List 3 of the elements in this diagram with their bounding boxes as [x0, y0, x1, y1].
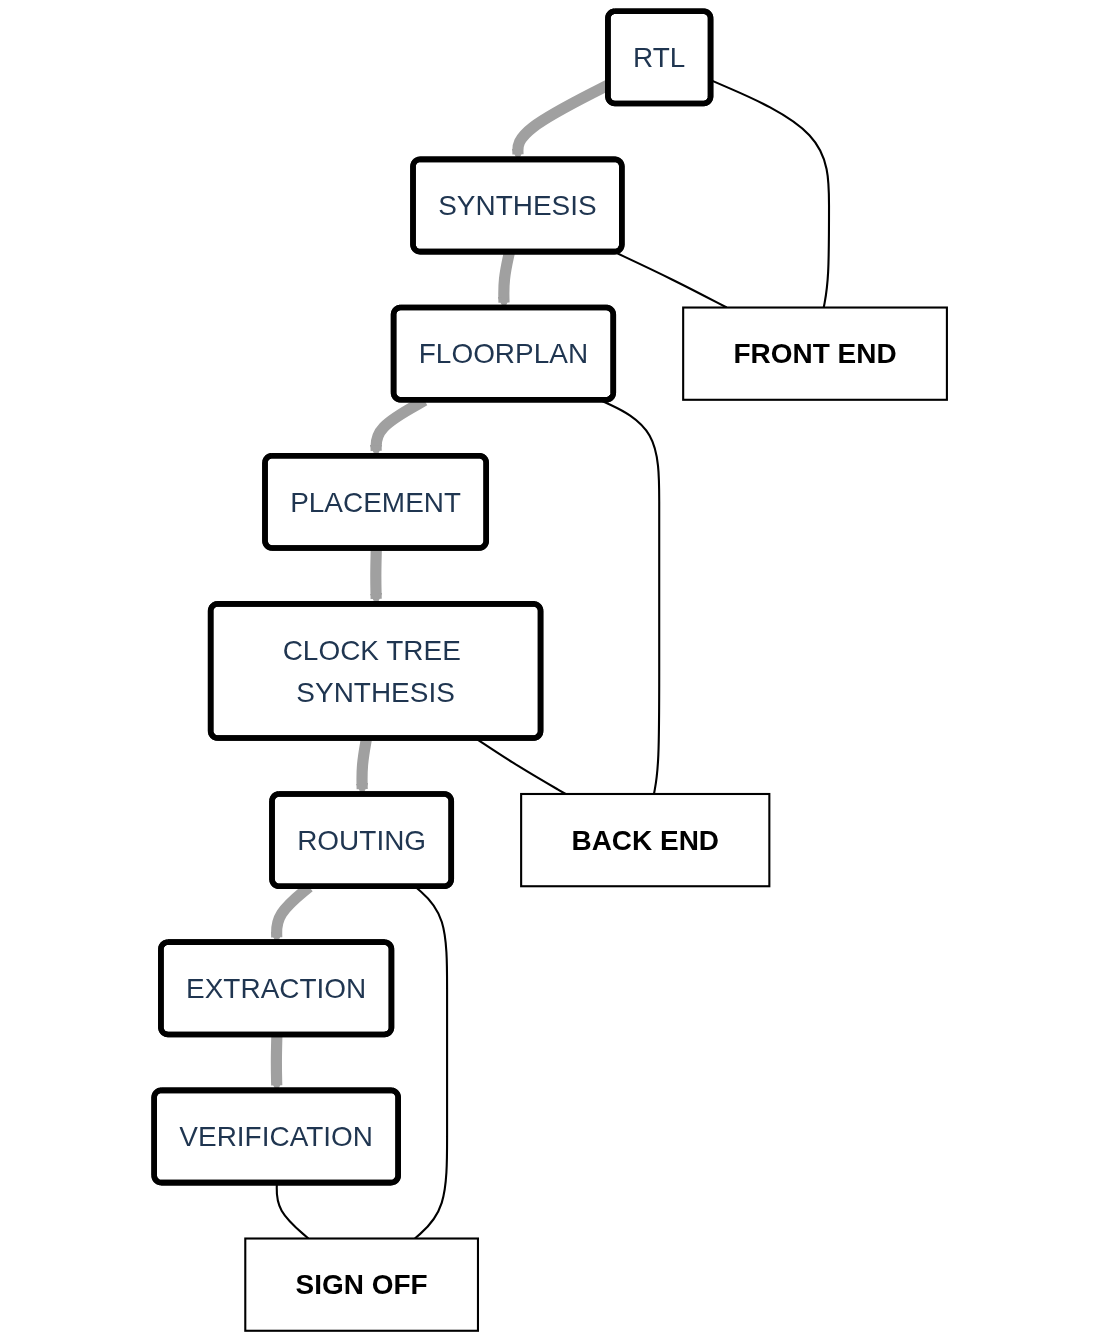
node-box: SIGN OFF [244, 1237, 479, 1332]
node-box: FRONT END [682, 306, 948, 401]
node-box: BACK END [520, 792, 771, 888]
